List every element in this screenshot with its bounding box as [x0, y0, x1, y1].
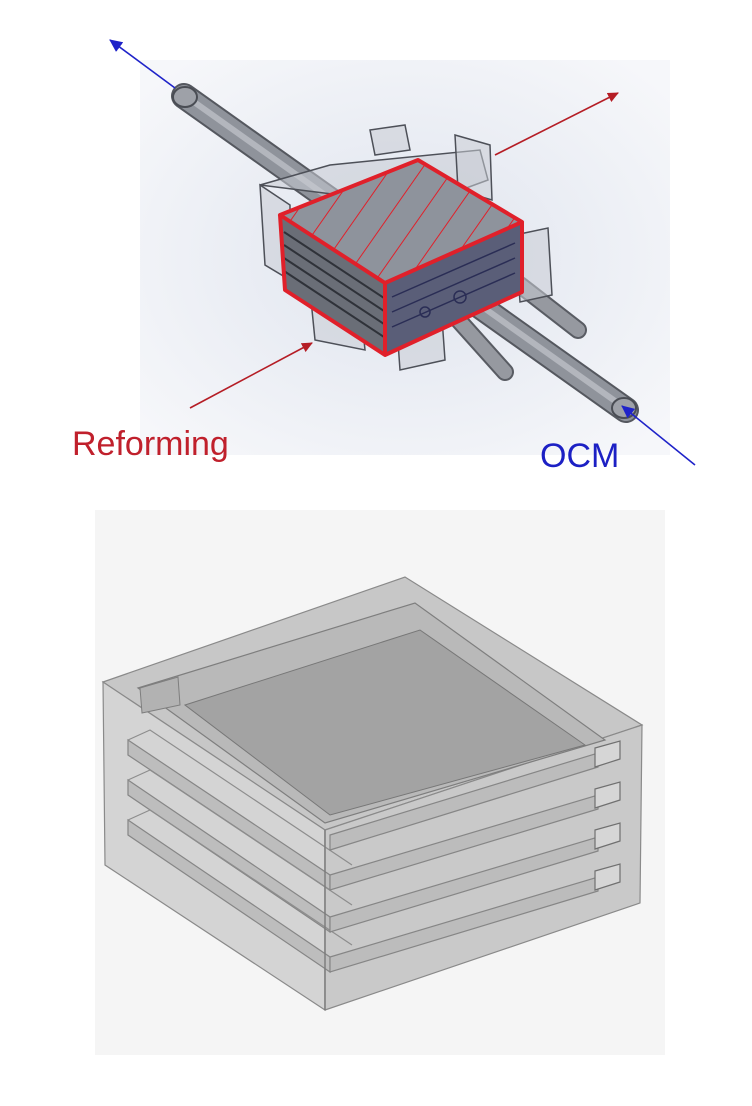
reactor-block — [278, 158, 524, 357]
channel-stack-right — [391, 242, 516, 328]
channel-outlet — [594, 863, 621, 891]
channel-layer — [329, 752, 599, 851]
channel-layer — [329, 794, 599, 891]
channel-layers-right — [329, 752, 599, 973]
channel-outlet — [594, 740, 621, 768]
ocm-label: OCM — [540, 437, 619, 475]
channel-layer — [329, 876, 599, 973]
ocm-inlet-arrow — [621, 405, 696, 466]
ocm-outlet-arrow — [109, 39, 176, 89]
channel-outlets — [594, 740, 621, 891]
reactor-highlight-outline — [278, 158, 524, 357]
top-plate — [183, 629, 587, 816]
channel-stack-left — [283, 231, 385, 338]
channel-layers-left-edges — [127, 729, 353, 946]
channel-layer — [329, 836, 599, 933]
reforming-outlet-arrow — [494, 92, 619, 156]
channel-block-figure — [95, 510, 665, 1055]
reforming-inlet-arrow — [189, 342, 313, 409]
top-inlet-notch — [139, 676, 181, 714]
reforming-label: Reforming — [72, 425, 229, 463]
channel-outlet — [594, 781, 621, 809]
channel-outlet — [594, 822, 621, 850]
reactor-assembly-figure: Reforming OCM — [72, 39, 696, 475]
ocm-pipe-outlet-end — [172, 86, 198, 108]
channel-layers-left — [127, 738, 331, 974]
